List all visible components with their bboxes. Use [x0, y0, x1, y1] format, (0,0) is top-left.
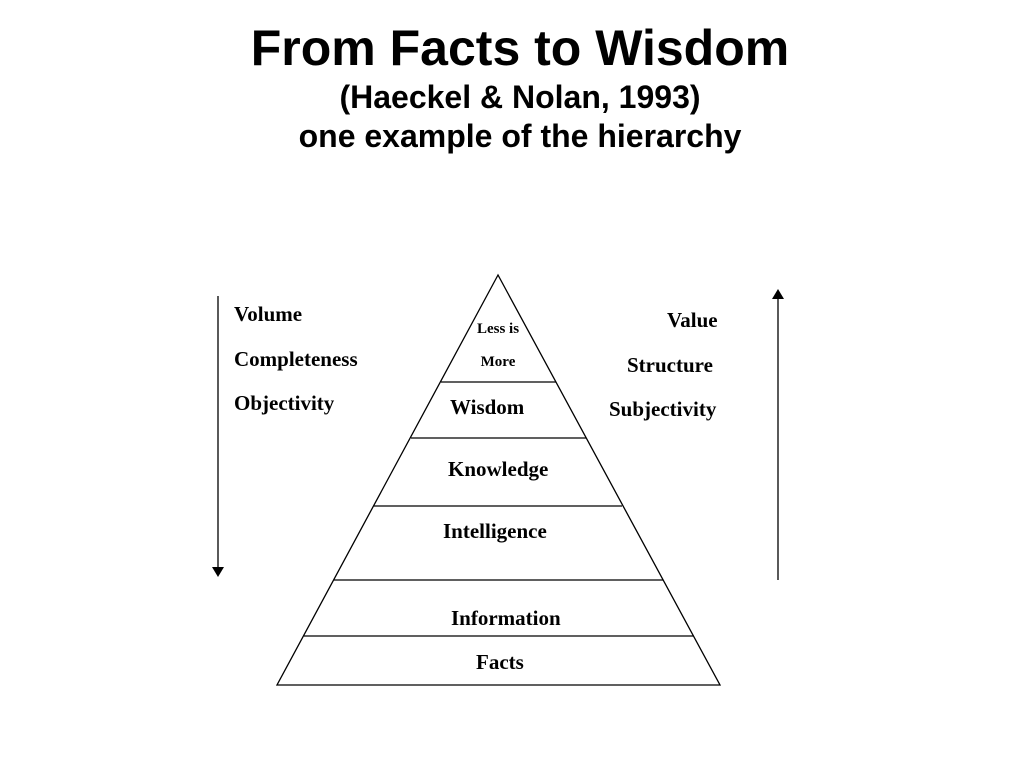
- right-attribute-subjectivity: Subjectivity: [609, 397, 717, 421]
- pyramid-level-wisdom: Wisdom: [450, 395, 525, 419]
- left-attribute-completeness: Completeness: [234, 347, 358, 371]
- slide-subtitle-description: one example of the hierarchy: [298, 118, 742, 154]
- right-attribute-value: Value: [667, 308, 718, 332]
- pyramid-top-line1: Less is: [476, 321, 520, 337]
- title-block: From Facts to Wisdom (Haeckel & Nolan, 1…: [0, 18, 1024, 156]
- left-attribute-objectivity: Objectivity: [234, 391, 335, 415]
- pyramid-level-information: Information: [451, 606, 561, 630]
- pyramid-top-line2: More: [480, 354, 516, 370]
- pyramid-outline: [275, 273, 722, 686]
- slide-title: From Facts to Wisdom: [250, 20, 790, 76]
- right-attribute-structure: Structure: [627, 353, 713, 377]
- pyramid-level-facts: Facts: [476, 650, 524, 674]
- slide-subtitle-citation: (Haeckel & Nolan, 1993): [339, 79, 701, 115]
- left-attribute-volume: Volume: [234, 302, 303, 326]
- pyramid-level-knowledge: Knowledge: [448, 457, 549, 481]
- pyramid-level-intelligence: Intelligence: [443, 519, 547, 543]
